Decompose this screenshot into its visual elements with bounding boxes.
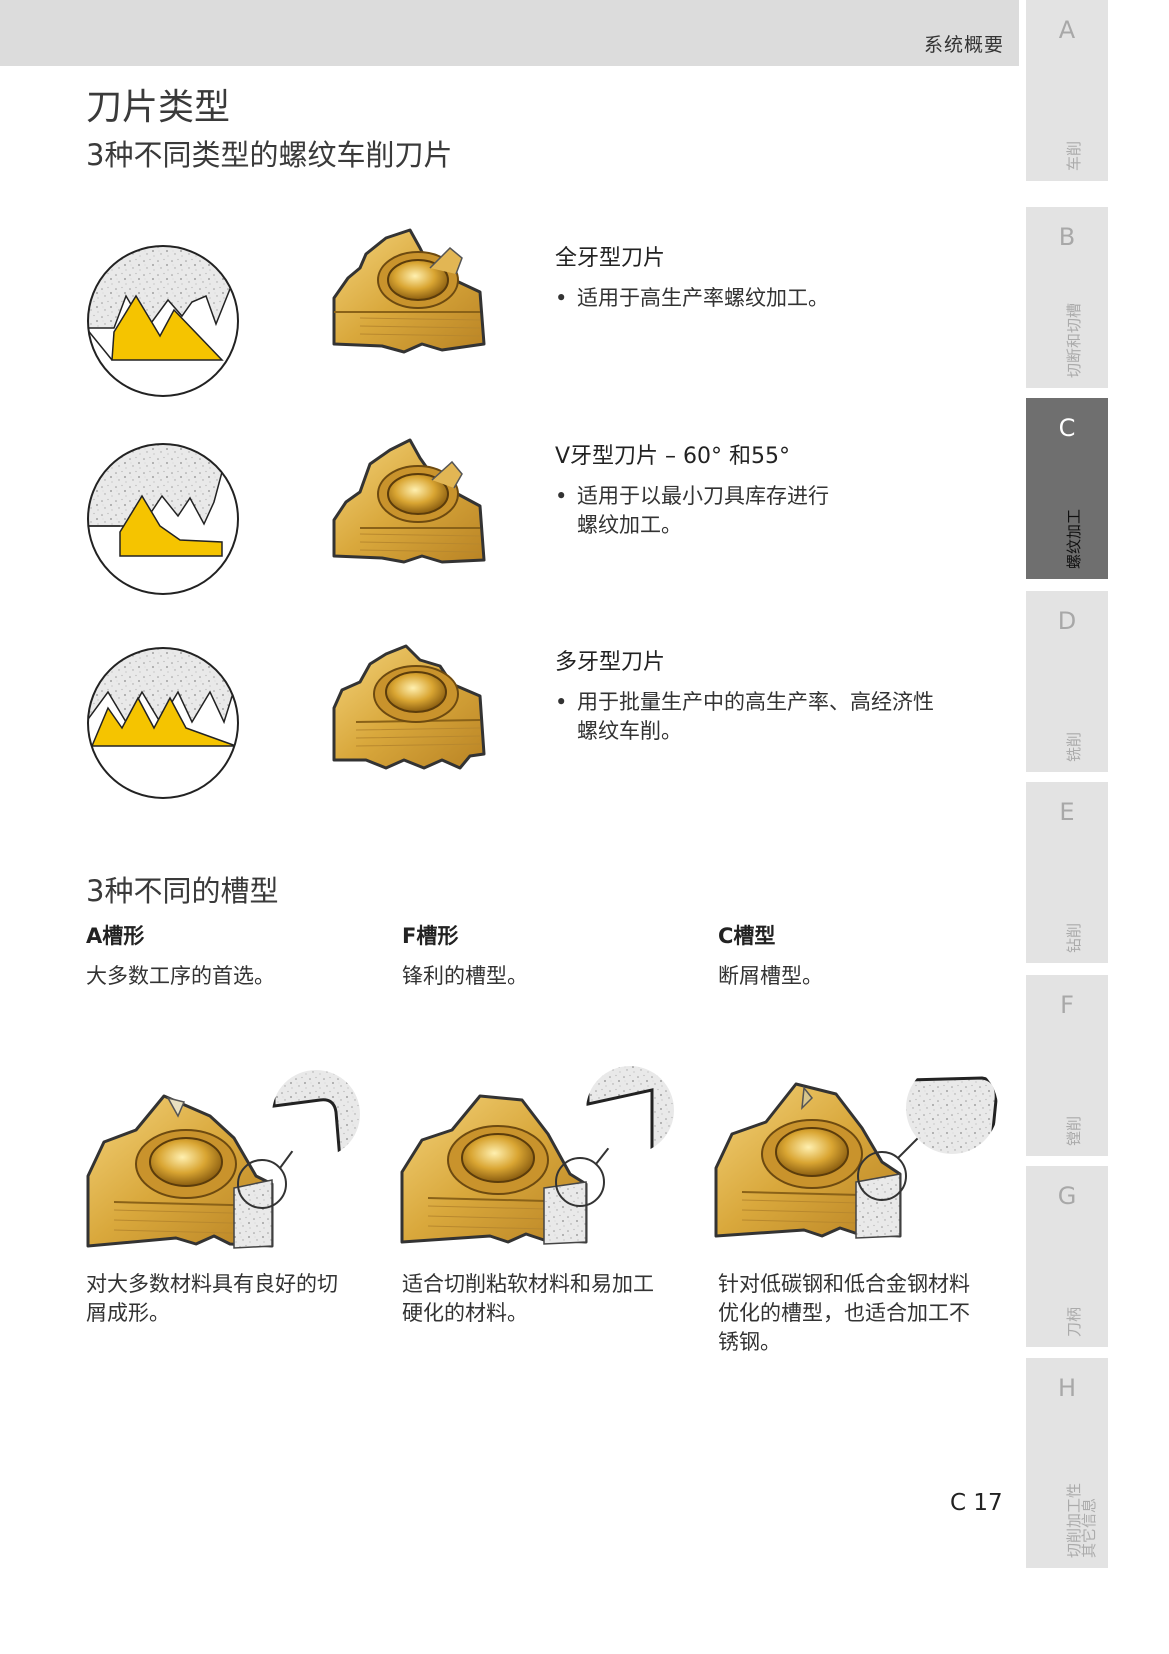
sidebar-tab-label: 螺纹加工 — [1065, 508, 1083, 569]
geometry-desc-a: 大多数工序的首选。 — [86, 964, 275, 988]
c-geometry-insert-image — [714, 1062, 998, 1239]
sidebar-tab-letter: B — [1058, 223, 1076, 251]
insert-type-desc-2: • 适用于以最小刀具库存进行 螺纹加工。 — [555, 482, 829, 540]
bullet-dot: • — [555, 484, 568, 508]
geometry-heading-c: C槽型 — [718, 924, 776, 948]
sidebar-tab-label: 刀柄 — [1065, 1306, 1083, 1337]
geometry-heading-f: F槽形 — [402, 924, 459, 948]
geometry-desc-f: 锋利的槽型。 — [402, 964, 528, 988]
page-title: 刀片类型 — [86, 87, 231, 128]
v-profile-thread-diagram — [87, 443, 239, 595]
f-geometry-insert-image — [400, 1066, 674, 1245]
insert-type-desc-3: • 用于批量生产中的高生产率、高经济性 螺纹车削。 — [555, 688, 934, 746]
sidebar-tab-label: 钻削 — [1065, 922, 1083, 953]
sidebar-tab-d[interactable]: D 铣削 — [1026, 591, 1108, 772]
sidebar-tab-b[interactable]: B 切断和切槽 — [1026, 207, 1108, 388]
geometry-desc-c: 断屑槽型。 — [718, 964, 823, 988]
sidebar-tab-label: 切削加工性 其它信息 — [1065, 1482, 1098, 1558]
header-title: 系统概要 — [923, 34, 1004, 56]
sidebar-tab-letter: H — [1057, 1374, 1077, 1402]
multi-point-insert-image — [332, 644, 486, 770]
sidebar-tab-g[interactable]: G 刀柄 — [1026, 1166, 1108, 1347]
sidebar-tab-a[interactable]: A 车削 — [1026, 0, 1108, 181]
sidebar-tab-f[interactable]: F 镗削 — [1026, 975, 1108, 1156]
sidebar-tab-label: 镗削 — [1065, 1115, 1083, 1146]
page-number: C 17 — [950, 1490, 1003, 1516]
full-profile-insert-image — [332, 228, 486, 354]
sidebar-tab-label: 切断和切槽 — [1065, 302, 1083, 378]
sidebar-tab-h[interactable]: H 切削加工性 其它信息 — [1026, 1358, 1108, 1568]
geometry-footer-c: 针对低碳钢和低合金钢材料 优化的槽型，也适合加工不 锈钢。 — [718, 1272, 970, 1354]
multi-point-thread-diagram — [87, 647, 239, 799]
bullet-dot: • — [555, 286, 568, 310]
sidebar-tab-letter: F — [1060, 991, 1074, 1019]
a-geometry-insert-image — [86, 1070, 360, 1249]
page-subtitle: 3种不同类型的螺纹车削刀片 — [86, 138, 453, 172]
sidebar-tab-letter: E — [1059, 798, 1075, 826]
insert-type-desc-1: • 适用于高生产率螺纹加工。 — [555, 284, 829, 313]
bullet-text: 适用于高生产率螺纹加工。 — [577, 286, 829, 310]
sidebar-tab-label: 铣削 — [1065, 731, 1083, 762]
sidebar-tab-letter: G — [1057, 1182, 1077, 1210]
bullet-dot: • — [555, 690, 568, 714]
header-band — [0, 0, 1019, 66]
sidebar-tab-letter: D — [1057, 607, 1077, 635]
geometry-footer-a: 对大多数材料具有良好的切 屑成形。 — [86, 1272, 338, 1325]
insert-type-heading-1: 全牙型刀片 — [555, 246, 666, 271]
sidebar-tab-letter: C — [1058, 414, 1076, 442]
sidebar-tab-c[interactable]: C 螺纹加工 — [1026, 398, 1108, 579]
sidebar-tab-label: 车削 — [1065, 140, 1083, 171]
geometry-footer-f: 适合切削粘软材料和易加工 硬化的材料。 — [402, 1272, 654, 1325]
sidebar-tab-e[interactable]: E 钻削 — [1026, 782, 1108, 963]
v-profile-insert-image — [332, 438, 486, 564]
geometry-section-title: 3种不同的槽型 — [86, 874, 279, 908]
geometry-heading-a: A槽形 — [86, 924, 145, 948]
sidebar-tab-letter: A — [1058, 16, 1076, 44]
full-profile-thread-diagram — [87, 245, 239, 397]
bullet-text: 用于批量生产中的高生产率、高经济性 螺纹车削。 — [577, 690, 934, 743]
bullet-text: 适用于以最小刀具库存进行 螺纹加工。 — [577, 484, 829, 537]
insert-type-heading-2: V牙型刀片 – 60° 和55° — [555, 444, 791, 469]
insert-type-heading-3: 多牙型刀片 — [555, 650, 666, 675]
